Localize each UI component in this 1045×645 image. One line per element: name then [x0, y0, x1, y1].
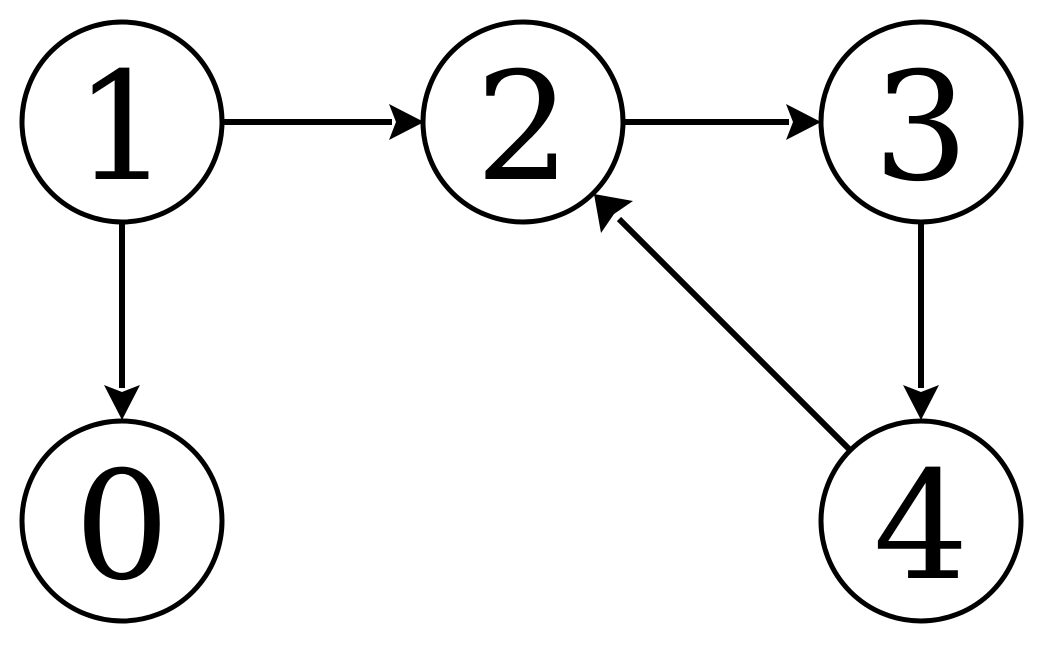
- edge-3-to-4[interactable]: [903, 222, 939, 420]
- node-2-circle[interactable]: [420, 19, 626, 225]
- edge-1-to-0[interactable]: [104, 222, 140, 420]
- node-1-circle[interactable]: [19, 19, 225, 225]
- edge-4-to-2-arrowhead: [594, 194, 633, 233]
- node-2[interactable]: 2: [420, 19, 626, 225]
- edge-4-to-2-line: [616, 216, 853, 453]
- edge-3-to-4-arrowhead: [903, 385, 939, 420]
- node-3[interactable]: 3: [818, 19, 1024, 225]
- edge-1-to-2[interactable]: [222, 104, 424, 140]
- node-1[interactable]: 1: [19, 19, 225, 225]
- nodes-layer: 1 2 3 0 4: [19, 19, 1024, 624]
- node-4-circle[interactable]: [818, 418, 1024, 624]
- node-0-circle[interactable]: [19, 418, 225, 624]
- edge-2-to-3-arrowhead: [786, 104, 821, 140]
- node-4[interactable]: 4: [818, 418, 1024, 624]
- node-3-circle[interactable]: [818, 19, 1024, 225]
- edge-4-to-2-hitarea[interactable]: [594, 194, 850, 450]
- node-0[interactable]: 0: [19, 418, 225, 624]
- edge-1-to-2-arrowhead: [389, 104, 424, 140]
- edge-1-to-0-arrowhead: [104, 385, 140, 420]
- edges-layer: [104, 104, 939, 453]
- edge-2-to-3[interactable]: [623, 104, 821, 140]
- edge-4-to-2[interactable]: [594, 194, 853, 453]
